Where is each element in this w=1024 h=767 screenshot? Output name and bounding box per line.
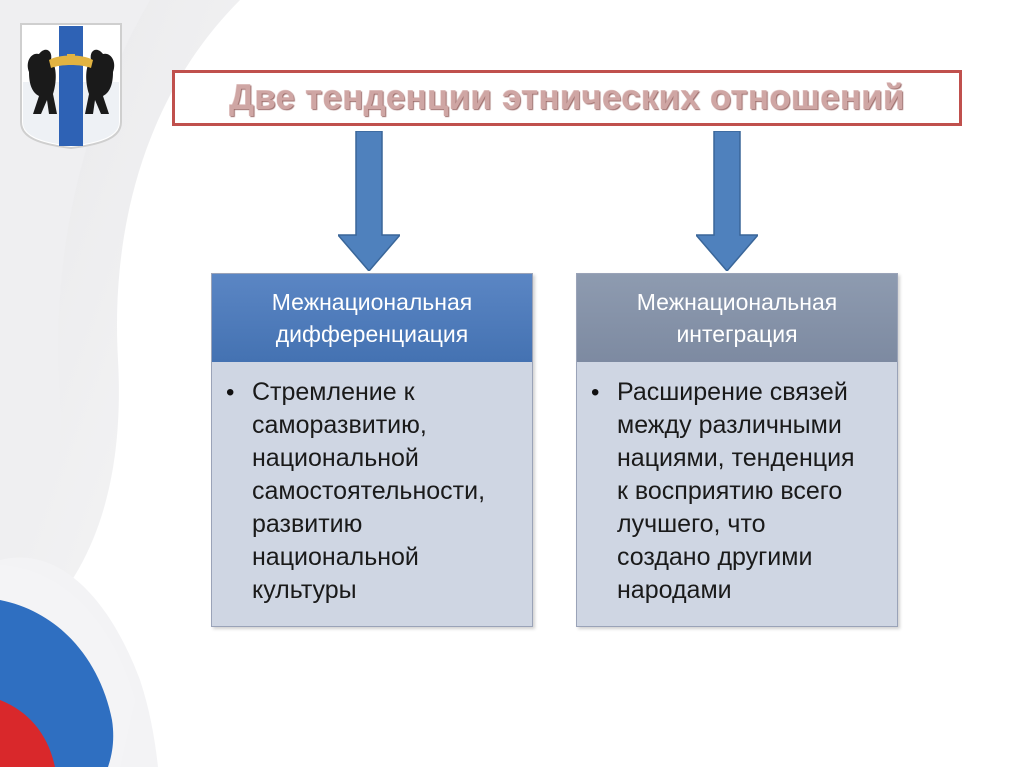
card-bullet-text: Стремление к саморазвитию, национальной … <box>252 378 486 604</box>
arrow-down-icon <box>696 131 758 271</box>
card-header: Межнациональная интеграция <box>577 274 897 362</box>
flag-red-stripe <box>0 700 55 767</box>
card-header-label: Межнациональная дифференциация <box>271 289 473 347</box>
slide-title: Две тенденции этнических отношений <box>229 78 905 117</box>
novosibirsk-coat-of-arms-icon <box>20 23 122 150</box>
card-body: • Стремление к саморазвитию, национально… <box>212 362 532 626</box>
list-item: • Расширение связей между различными нац… <box>591 376 877 607</box>
card-header-label: Межнациональная интеграция <box>636 289 838 347</box>
card-body: • Расширение связей между различными нац… <box>577 362 897 626</box>
card-differentiation: Межнациональная дифференциация • Стремле… <box>211 273 533 627</box>
list-item: • Стремление к саморазвитию, национально… <box>226 376 512 607</box>
bullet-icon: • <box>226 379 235 406</box>
card-integration: Межнациональная интеграция • Расширение … <box>576 273 898 627</box>
card-bullet-text: Расширение связей между различными нация… <box>617 378 855 604</box>
card-header: Межнациональная дифференциация <box>212 274 532 362</box>
arrow-down-icon <box>338 131 400 271</box>
bullet-icon: • <box>591 379 600 406</box>
title-box: Две тенденции этнических отношений <box>172 70 962 126</box>
